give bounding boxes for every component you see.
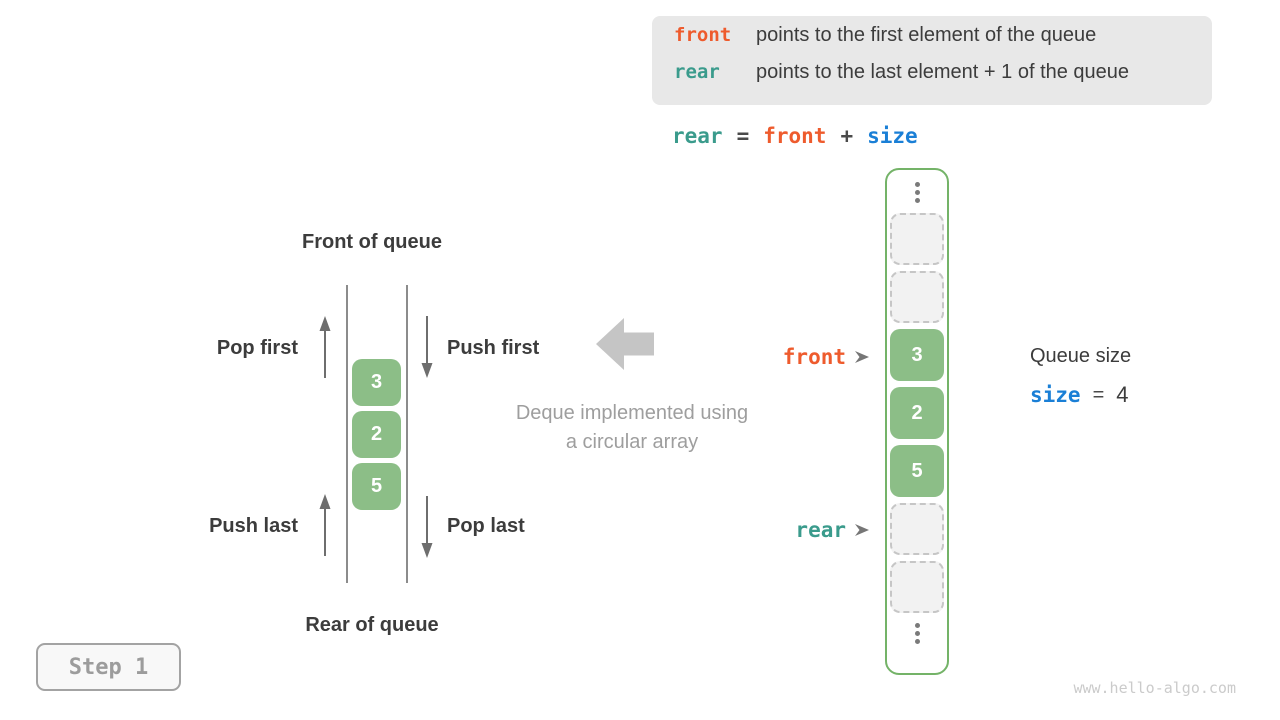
- array-cell-empty: [890, 561, 944, 613]
- watermark: www.hello-algo.com: [1073, 679, 1236, 697]
- up-arrow-icon: [319, 316, 331, 378]
- legend-box: front points to the first element of the…: [652, 16, 1212, 105]
- push-first-label: Push first: [447, 337, 540, 359]
- rear-pointer-label: rear: [795, 518, 846, 542]
- step-badge: Step 1: [36, 643, 181, 691]
- size-number: 4: [1116, 382, 1129, 407]
- pop-first-label: Pop first: [216, 337, 298, 359]
- queue-size-label: Queue size: [1030, 345, 1132, 367]
- size-variable: size: [1030, 383, 1081, 407]
- down-arrow-icon: [421, 496, 433, 558]
- size-equals: =: [1092, 383, 1105, 406]
- ellipsis-icon: [914, 623, 920, 644]
- array-cell-filled: 2: [890, 387, 944, 439]
- array-cell-filled: 5: [890, 445, 944, 497]
- deque-channel-right-wall: [406, 285, 408, 583]
- deque-channel-left-wall: [346, 285, 348, 583]
- deque-stack-cell: 3: [352, 359, 401, 406]
- front-keyword: front: [674, 24, 732, 46]
- formula-plus: +: [840, 124, 854, 148]
- pop-last-label: Pop last: [447, 515, 525, 537]
- diagram-caption: Deque implemented using a circular array: [482, 399, 782, 457]
- right-dart-icon: [855, 524, 869, 536]
- array-cells: 3 2 5: [890, 213, 944, 613]
- formula-size: size: [867, 124, 918, 148]
- front-pointer-label: front: [782, 345, 846, 369]
- legend-line-front: front points to the first element of the…: [674, 24, 1212, 61]
- array-cell-empty: [890, 503, 944, 555]
- ellipsis-icon: [914, 182, 920, 203]
- deque-stack-cell: 5: [352, 463, 401, 510]
- up-arrow-icon: [319, 494, 331, 556]
- rear-keyword: rear: [674, 61, 720, 83]
- right-dart-icon: [855, 351, 869, 363]
- formula-equals: =: [736, 124, 750, 148]
- formula-rear: rear: [672, 124, 723, 148]
- rear-pointer: rear: [760, 517, 870, 543]
- formula-front: front: [763, 124, 827, 148]
- caption-line-2: a circular array: [565, 431, 699, 453]
- rear-description: points to the last element + 1 of the qu…: [756, 61, 1130, 83]
- array-cell-filled: 3: [890, 329, 944, 381]
- formula: rear = front + size: [672, 122, 918, 150]
- deque-stack-cell: 2: [352, 411, 401, 458]
- array-cell-empty: [890, 213, 944, 265]
- front-description: points to the first element of the queue: [756, 24, 1097, 46]
- array-cell-empty: [890, 271, 944, 323]
- legend-line-rear: rear points to the last element + 1 of t…: [674, 61, 1212, 98]
- caption-line-1: Deque implemented using: [515, 402, 749, 424]
- left-block-arrow-icon: [596, 318, 654, 370]
- front-of-queue-label: Front of queue: [302, 231, 442, 253]
- queue-size-value: size = 4: [1030, 381, 1129, 409]
- circular-array: 3 2 5: [885, 168, 949, 675]
- front-pointer: front: [760, 344, 870, 370]
- deque-stack: 3 2 5: [352, 359, 401, 510]
- rear-of-queue-label: Rear of queue: [305, 614, 439, 636]
- push-last-label: Push last: [209, 515, 298, 537]
- down-arrow-icon: [421, 316, 433, 378]
